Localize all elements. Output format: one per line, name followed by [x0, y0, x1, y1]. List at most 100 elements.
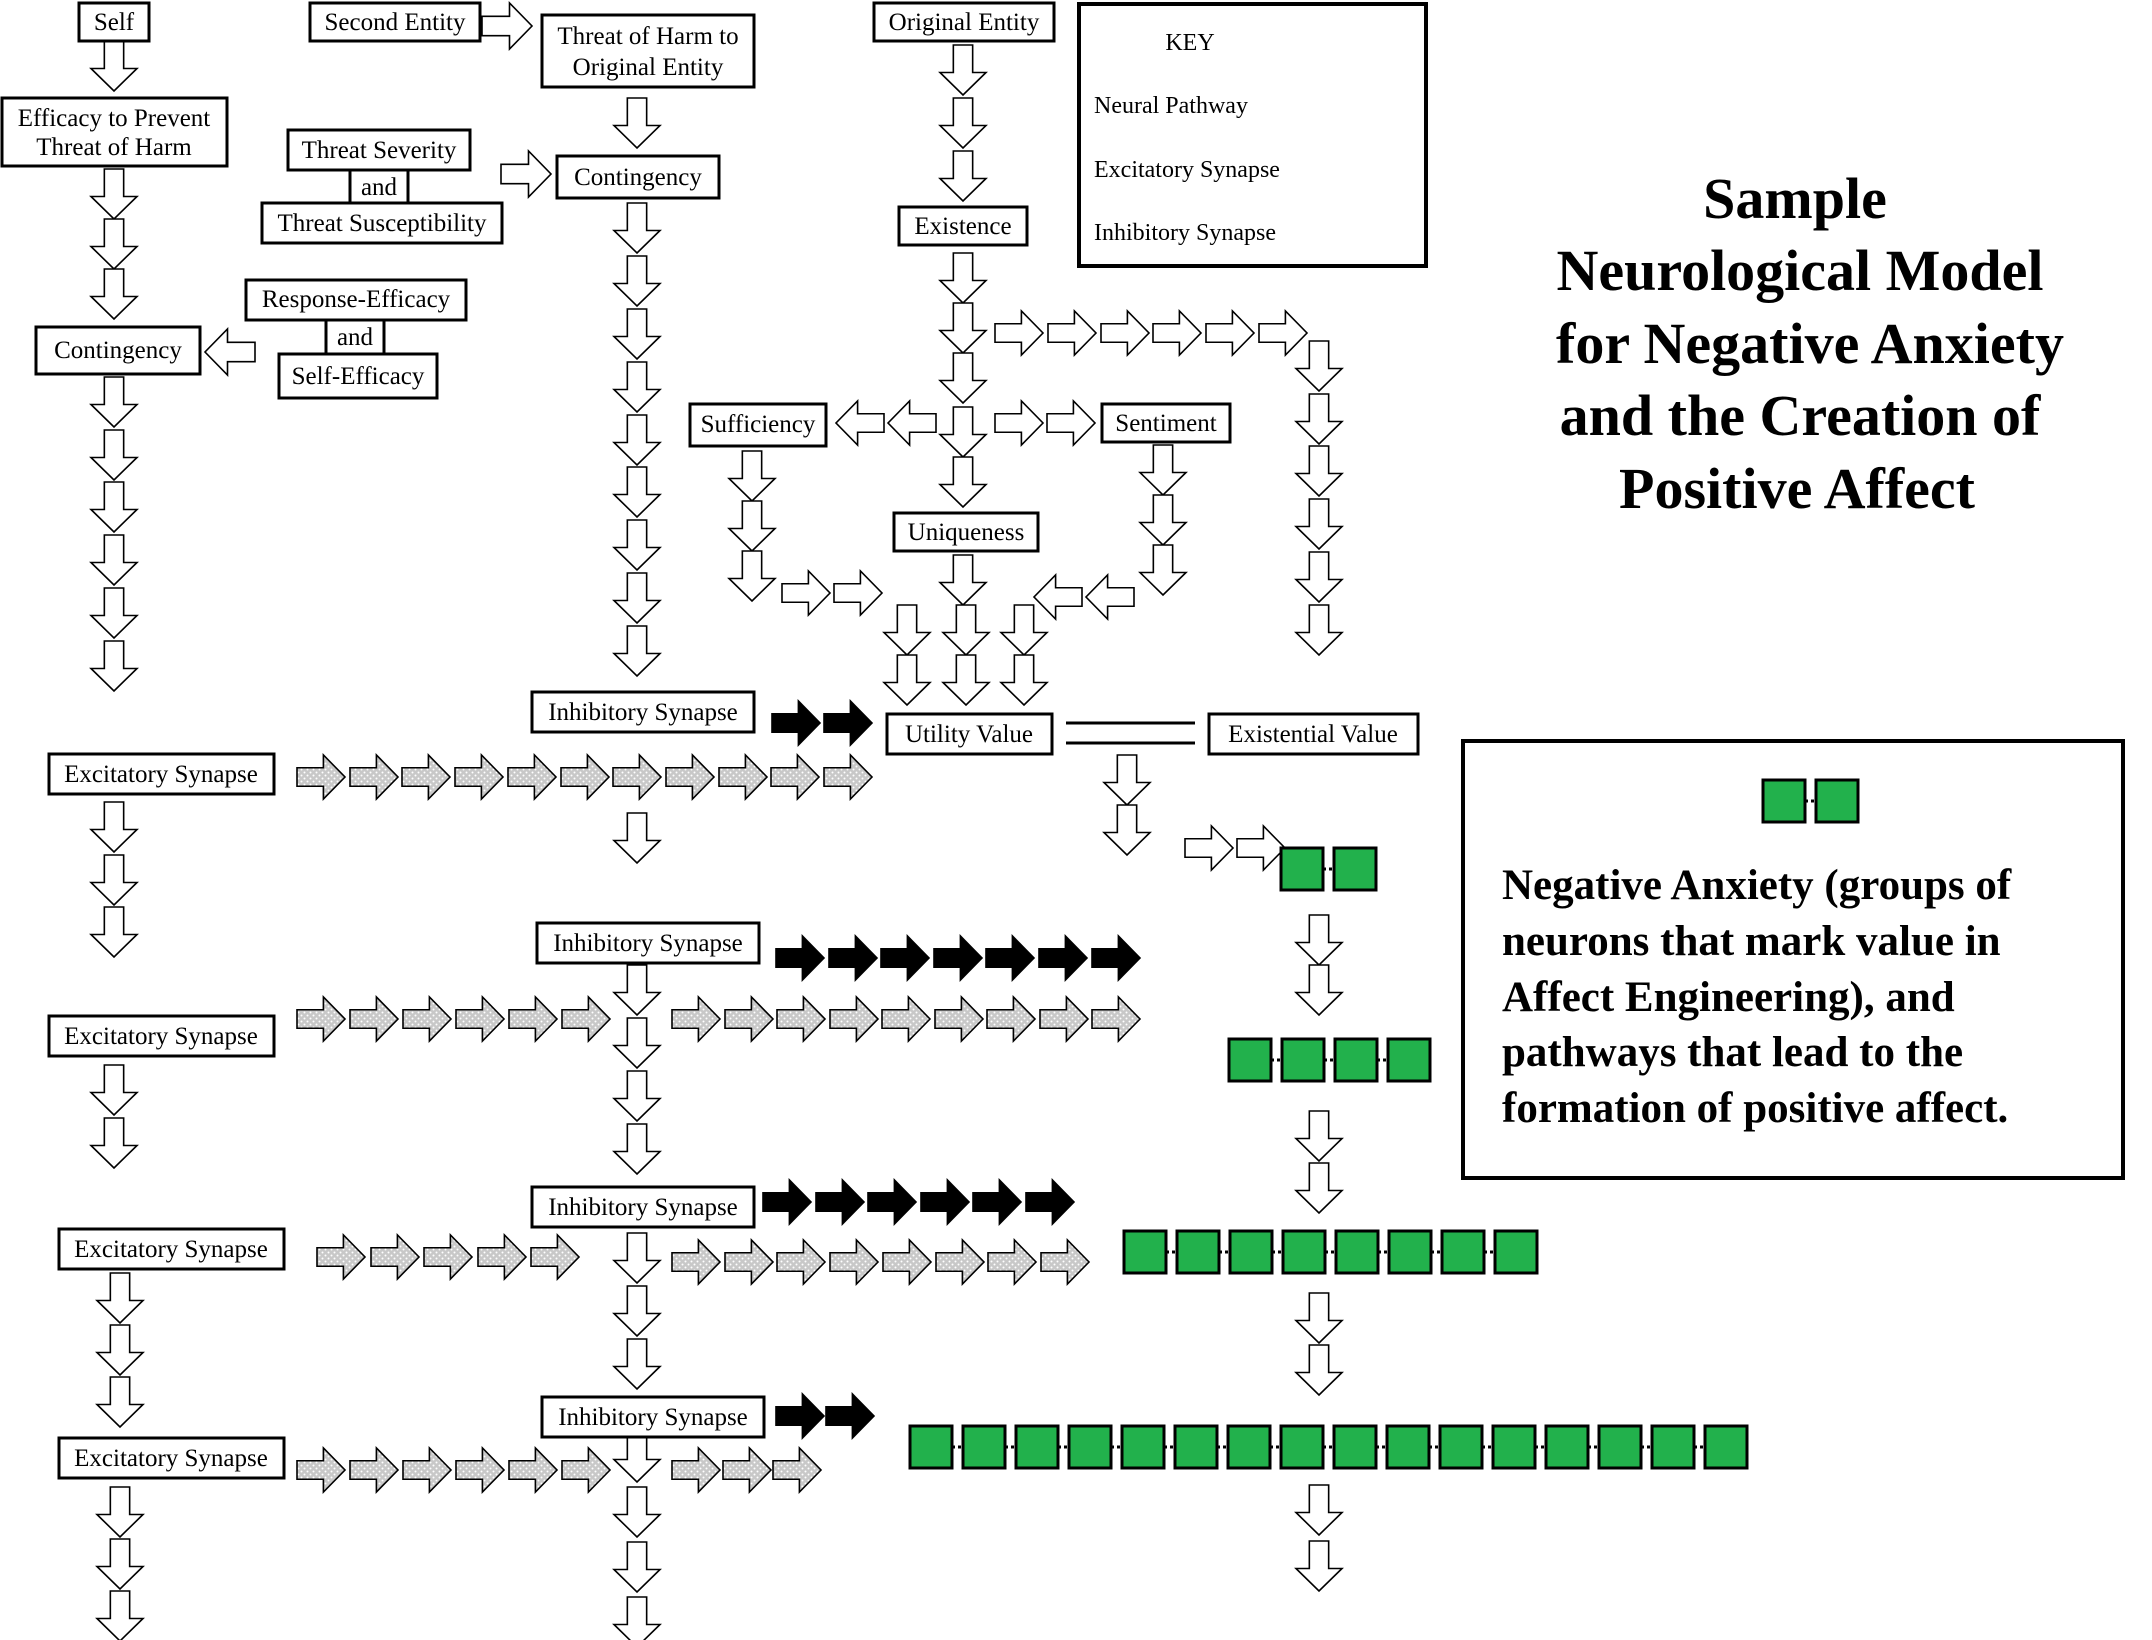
excitatory-arrow-icon — [881, 995, 932, 1043]
inhibitory-arrow-icon — [1091, 934, 1142, 982]
excitatory-arrow-icon — [1040, 1238, 1091, 1286]
pathway-arrow-icon — [938, 302, 988, 355]
svg-text:Existential Value: Existential Value — [1228, 721, 1398, 748]
excitatory-arrow-icon — [612, 753, 663, 801]
pathway-arrow-icon — [89, 481, 139, 534]
excitatory-arrow-icon — [370, 1233, 421, 1281]
node-response-efficacy: Response-Efficacy — [244, 278, 468, 322]
pathway-arrow-icon — [999, 654, 1049, 707]
excitatory-arrow-icon — [530, 1233, 581, 1281]
node-excitatory-2: Excitatory Synapse — [47, 1014, 276, 1058]
excitatory-arrow-icon — [772, 1446, 823, 1494]
svg-text:Excitatory Synapse: Excitatory Synapse — [74, 1236, 268, 1263]
excitatory-arrow-icon — [776, 995, 827, 1043]
inhibitory-arrow-icon — [771, 699, 822, 747]
pathway-arrow-icon — [938, 252, 988, 305]
svg-text:Existence: Existence — [914, 213, 1011, 240]
neuron-square — [1491, 1424, 1537, 1470]
pathway-arrow-icon — [612, 308, 662, 361]
inhibitory-arrow-icon — [775, 934, 826, 982]
neuron-square — [1067, 1424, 1113, 1470]
pathway-arrow-icon — [89, 429, 139, 482]
neuron-square — [1440, 1229, 1486, 1275]
neuron-square — [1173, 1424, 1219, 1470]
excitatory-arrow-icon — [724, 995, 775, 1043]
node-threat-of-harm: Threat of Harm to Original Entity — [540, 13, 756, 89]
pathway-arrow-icon — [941, 604, 991, 657]
excitatory-arrow-icon — [401, 753, 452, 801]
neuron-legend-group — [1761, 778, 1860, 824]
inhibitory-arrow-icon — [933, 934, 984, 982]
pathway-arrow-icon — [89, 587, 139, 640]
neuron-square — [1014, 1424, 1060, 1470]
key-inhibitory-label: Inhibitory Synapse — [1094, 220, 1276, 246]
pathway-arrow-icon — [481, 1, 534, 51]
neuron-square — [908, 1424, 954, 1470]
excitatory-arrow-icon — [1039, 995, 1090, 1043]
excitatory-arrow-icon — [349, 1446, 400, 1494]
excitatory-arrow-icon — [296, 1446, 347, 1494]
pathway-arrow-icon — [89, 1064, 139, 1117]
pathway-arrow-icon — [1100, 309, 1151, 357]
pathway-arrow-icon — [1294, 445, 1344, 498]
pathway-arrow-icon — [1294, 340, 1344, 393]
pathway-arrow-icon — [1294, 1344, 1344, 1397]
pathway-arrow-icon — [612, 1596, 662, 1640]
svg-text:Self-Efficacy: Self-Efficacy — [292, 363, 425, 390]
neuron-square — [1332, 1424, 1378, 1470]
pathway-arrow-icon — [1258, 309, 1309, 357]
svg-text:Threat of Harm: Threat of Harm — [36, 134, 192, 161]
neuron-square — [1544, 1424, 1590, 1470]
excitatory-arrow-icon — [508, 995, 559, 1043]
neuron-square — [1333, 1037, 1379, 1083]
inhibitory-arrow-icon — [1025, 1178, 1076, 1226]
excitatory-arrow-icon — [829, 995, 880, 1043]
excitatory-arrow-icon — [882, 1238, 933, 1286]
svg-text:Utility Value: Utility Value — [905, 721, 1033, 748]
pathway-arrow-icon — [781, 569, 832, 617]
svg-text:and: and — [361, 174, 398, 201]
node-threat-susceptibility: Threat Susceptibility — [260, 201, 504, 245]
pathway-arrow-icon — [89, 534, 139, 587]
pathway-arrow-icon — [612, 1123, 662, 1176]
pathway-arrow-icon — [1294, 964, 1344, 1017]
svg-text:Second Entity: Second Entity — [325, 9, 466, 36]
inhibitory-arrow-icon — [825, 1392, 876, 1440]
node-sentiment: Sentiment — [1100, 402, 1232, 444]
svg-text:Threat Susceptibility: Threat Susceptibility — [278, 210, 487, 237]
pathway-arrow-icon — [886, 399, 937, 447]
pathway-arrow-icon — [1046, 399, 1097, 447]
pathway-arrow-icon — [1294, 1292, 1344, 1345]
pathway-arrow-icon — [833, 569, 884, 617]
svg-text:Positive Affect: Positive Affect — [1619, 456, 1976, 521]
pathway-arrow-icon — [1102, 804, 1152, 857]
node-inhibitory-1: Inhibitory Synapse — [530, 690, 756, 734]
pathway-arrow-icon — [938, 554, 988, 607]
pathway-arrow-icon — [1102, 754, 1152, 807]
node-inhibitory-2: Inhibitory Synapse — [535, 921, 761, 965]
key-title: KEY — [1165, 30, 1214, 56]
node-excitatory-1: Excitatory Synapse — [47, 752, 276, 796]
neuron-square — [1814, 778, 1860, 824]
pathway-arrow-icon — [1138, 544, 1188, 597]
pathway-arrow-icon — [1138, 444, 1188, 497]
inhibitory-arrow-icon — [762, 1178, 813, 1226]
pathway-arrow-icon — [1205, 309, 1256, 357]
node-efficacy: Efficacy to Prevent Threat of Harm — [0, 96, 229, 168]
excitatory-arrow-icon — [349, 995, 400, 1043]
excitatory-arrow-icon — [454, 753, 505, 801]
pathway-arrow-icon — [95, 1272, 145, 1325]
excitatory-arrow-icon — [724, 1238, 775, 1286]
inhibitory-arrow-icon — [775, 1392, 826, 1440]
svg-text:Self: Self — [94, 9, 135, 36]
pathway-arrow-icon — [1294, 1540, 1344, 1593]
node-self: Self — [77, 1, 151, 43]
svg-text:Contingency: Contingency — [54, 337, 182, 364]
pathway-arrow-icon — [89, 854, 139, 907]
pathway-arrow-icon — [95, 1590, 145, 1640]
key-panel: KEY Neural Pathway Excitatory Synapse In… — [1077, 2, 1428, 268]
pathway-arrow-icon — [89, 168, 139, 221]
node-existence: Existence — [897, 205, 1029, 247]
excitatory-arrow-icon — [722, 1446, 773, 1494]
